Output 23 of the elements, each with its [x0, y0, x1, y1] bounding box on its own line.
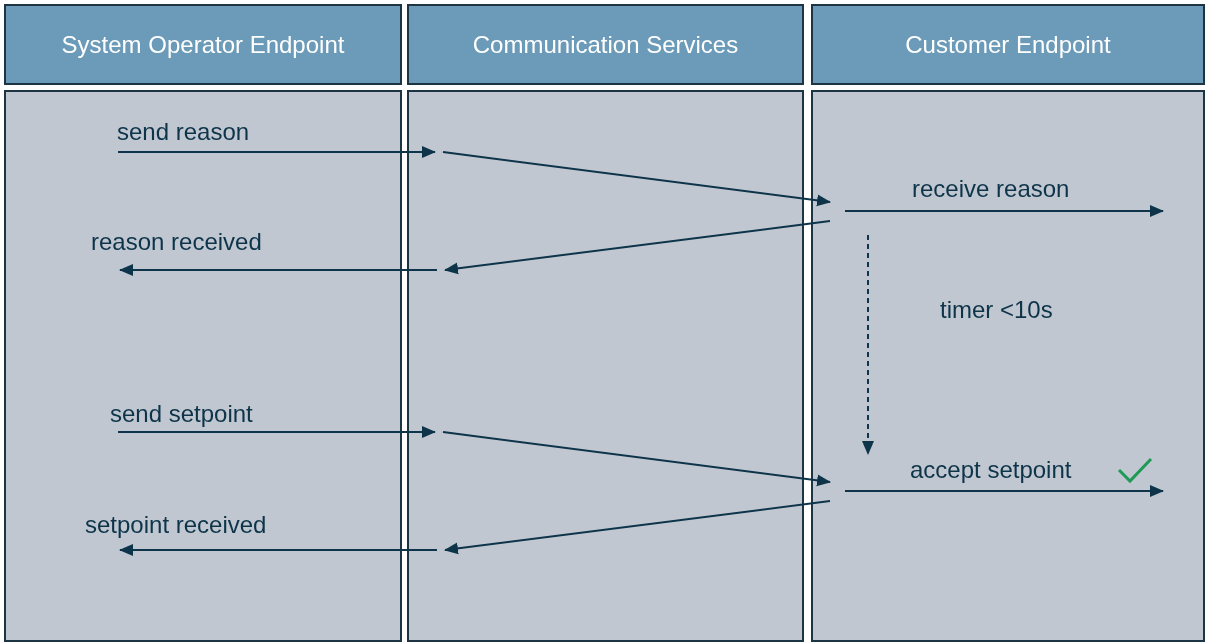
- note-text: timer <10s: [940, 296, 1053, 324]
- arrow: [119, 264, 438, 276]
- lane-header: Communication Services: [407, 4, 804, 85]
- edge-label: setpoint received: [85, 511, 267, 539]
- arrow: [844, 485, 1164, 497]
- arrow: [844, 205, 1164, 217]
- swimlane: [407, 90, 804, 642]
- swimlane: [4, 90, 402, 642]
- edge-label: reason received: [91, 228, 262, 256]
- arrow: [444, 220, 831, 275]
- arrow: [442, 151, 831, 207]
- lane-header: System Operator Endpoint: [4, 4, 402, 85]
- lane-header: Customer Endpoint: [811, 4, 1205, 85]
- arrow: [117, 426, 436, 438]
- edge-label: send reason: [117, 118, 250, 146]
- edge-label: accept setpoint: [910, 456, 1072, 484]
- arrow: [119, 544, 438, 556]
- arrow: [444, 500, 831, 555]
- arrow: [442, 431, 831, 487]
- edge-label: receive reason: [912, 175, 1070, 203]
- swimlane: [811, 90, 1205, 642]
- arrow: [117, 146, 436, 158]
- edge-label: send setpoint: [110, 400, 253, 428]
